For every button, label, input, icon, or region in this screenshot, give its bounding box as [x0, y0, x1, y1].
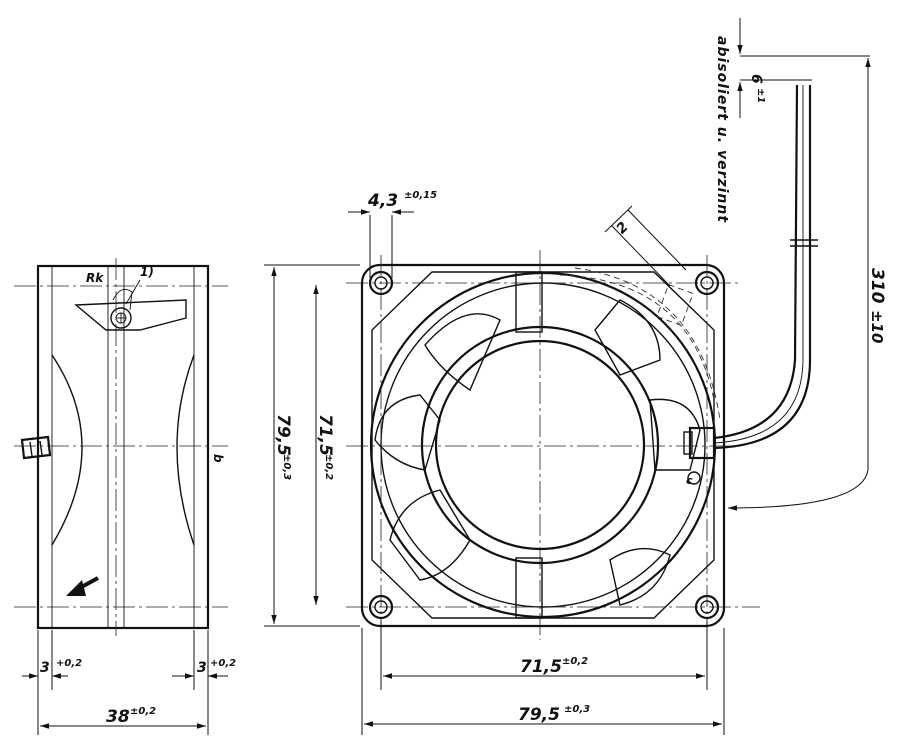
fan-blade-5: [649, 398, 701, 471]
dim-width-tol: ±0,2: [130, 706, 156, 717]
dim-width-holes: 71,5: [520, 657, 562, 677]
label-c: c: [686, 474, 693, 487]
lead-dimensions: 6 ±1 abisoliert u. verzinnt 310 ±10: [714, 18, 887, 511]
dim-height-holes-tol: ±0,2: [323, 454, 334, 480]
dim-width-outer: 79,5: [518, 705, 560, 725]
dim-width: 38: [106, 707, 130, 727]
dim-right-flange-tol: +0,2: [210, 658, 236, 669]
fan-blade-6: [609, 547, 671, 606]
side-view-mount-tab: [74, 299, 187, 331]
dim-height-outer-tol: ±0,3: [281, 454, 292, 480]
fan-spoke-top: [515, 271, 543, 333]
side-view-left-curve: [51, 354, 83, 546]
side-view-lead-clip: [20, 435, 52, 460]
dim-hole: 4,3: [367, 191, 398, 211]
fan-blade-2: [374, 394, 441, 471]
fan-blade-4: [594, 299, 661, 376]
dim-diag-line: [604, 205, 633, 233]
dim-lead-length-tol: ±10: [868, 310, 886, 343]
front-view: c 4,3 ±0,15 2 79,5 ±0,3: [264, 84, 818, 735]
fan-blade-3: [389, 489, 471, 581]
dim-height-holes: 71,5: [315, 414, 335, 456]
lead-note: abisoliert u. verzinnt: [714, 36, 730, 223]
dim-width-holes-tol: ±0,2: [562, 656, 588, 667]
dim-hole-tol: ±0,15: [404, 190, 437, 201]
dim-right-flange: 3: [197, 660, 207, 676]
ground-screw: [687, 471, 701, 485]
dim-height-outer: 79,5: [273, 414, 293, 456]
side-view-label-1: 1): [140, 265, 154, 279]
side-view-right-curve: [176, 354, 195, 546]
side-view-label-r: Rk: [86, 271, 104, 285]
dim-left-flange: 3: [40, 660, 50, 676]
side-view: Rk 1) b 3 +0,2 3 +0,2 38: [14, 258, 236, 735]
dim-strip-tol: ±1: [755, 88, 766, 103]
airflow-arrow-icon: [66, 576, 99, 596]
side-view-outline: [36, 264, 210, 630]
dim-lead-length-line: [727, 58, 871, 511]
fan-spoke-bottom: [515, 557, 543, 619]
side-view-terminal: [112, 288, 133, 311]
dim-strip: 6: [748, 74, 764, 84]
dim-lead-length: 310: [867, 268, 887, 304]
fan-venturi-inner: [380, 282, 706, 608]
fan-frame-inner: [371, 271, 715, 619]
hidden-wire-path: [559, 274, 715, 401]
dim-width-outer-tol: ±0,3: [564, 704, 590, 715]
dim-left-flange-tol: +0,2: [56, 658, 82, 669]
fan-blade-1: [424, 313, 501, 392]
side-view-label-b: b: [211, 454, 225, 463]
fan-frame-outline: [360, 263, 726, 628]
side-view-screw: [110, 307, 132, 329]
